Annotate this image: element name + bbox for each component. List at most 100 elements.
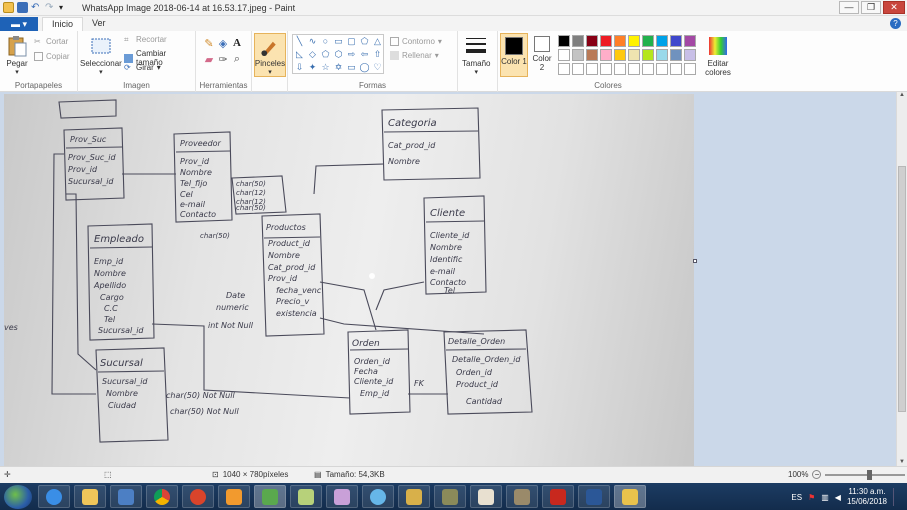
- taskbar-acrobat[interactable]: [542, 485, 574, 508]
- paste-button[interactable]: Pegar ▾: [6, 35, 28, 76]
- pencil-icon[interactable]: ✎: [204, 38, 214, 50]
- color-swatch[interactable]: [572, 63, 584, 75]
- color-swatch[interactable]: [670, 63, 682, 75]
- start-button[interactable]: [4, 484, 32, 509]
- color-swatch[interactable]: [656, 35, 668, 47]
- whiteboard-image[interactable]: Prov_Suc Prov_Suc_id Prov_id Sucursal_id…: [4, 94, 694, 466]
- taskbar-network[interactable]: [110, 485, 142, 508]
- tab-view[interactable]: Ver: [92, 18, 106, 28]
- language-indicator[interactable]: ES: [791, 492, 803, 502]
- rectangle-shape-icon[interactable]: ▭: [334, 36, 343, 46]
- callout-rect-shape-icon[interactable]: ▭: [347, 62, 356, 72]
- color-swatch[interactable]: [558, 63, 570, 75]
- line-shape-icon[interactable]: ╲: [296, 36, 303, 46]
- color-swatch[interactable]: [600, 63, 612, 75]
- network-tray-icon[interactable]: ▥: [821, 492, 829, 502]
- hexagon-shape-icon[interactable]: ⬡: [334, 49, 343, 59]
- color-swatch[interactable]: [558, 35, 570, 47]
- oval-shape-icon[interactable]: ○: [322, 36, 329, 46]
- four-point-star-shape-icon[interactable]: ✦: [308, 62, 317, 72]
- color-swatch[interactable]: [628, 63, 640, 75]
- color-swatch[interactable]: [600, 35, 612, 47]
- taskbar-app-red[interactable]: [182, 485, 214, 508]
- down-arrow-shape-icon[interactable]: ⇩: [295, 62, 304, 72]
- undo-icon[interactable]: ↶: [31, 2, 40, 13]
- fill-button[interactable]: Rellenar▾: [390, 51, 439, 60]
- color-swatch[interactable]: [614, 49, 626, 61]
- right-triangle-shape-icon[interactable]: ◺: [296, 49, 303, 59]
- color-swatch[interactable]: [572, 49, 584, 61]
- vertical-scrollbar[interactable]: ▲ ▼: [896, 92, 907, 466]
- scroll-down-icon[interactable]: ▼: [899, 459, 905, 465]
- color-swatch[interactable]: [642, 35, 654, 47]
- color-swatch[interactable]: [614, 63, 626, 75]
- canvas-resize-handle[interactable]: [693, 259, 697, 263]
- six-point-star-shape-icon[interactable]: ✡: [334, 62, 343, 72]
- clock[interactable]: 11:30 a.m. 15/06/2018: [846, 487, 887, 506]
- scrollbar-thumb[interactable]: [898, 166, 906, 412]
- diamond-shape-icon[interactable]: ◇: [309, 49, 316, 59]
- color-swatch[interactable]: [670, 49, 682, 61]
- callout-oval-shape-icon[interactable]: ◯: [359, 62, 370, 72]
- shapes-gallery[interactable]: ╲∿○▭▢⬠△ ◺◇⬠⬡⇨⇦⇧ ⇩✦☆✡▭◯♡: [292, 34, 384, 74]
- taskbar-app-orange[interactable]: [218, 485, 250, 508]
- crop-button[interactable]: ⌗Recortar: [124, 35, 167, 44]
- size-button[interactable]: Tamaño ▾: [462, 35, 490, 76]
- show-desktop-button[interactable]: [893, 488, 901, 506]
- maximize-button[interactable]: ❐: [861, 1, 881, 14]
- text-icon[interactable]: A: [233, 37, 241, 49]
- select-button[interactable]: Seleccionar ▾: [80, 35, 122, 76]
- color-swatch[interactable]: [586, 63, 598, 75]
- volume-icon[interactable]: ◀: [834, 492, 841, 502]
- customize-qat-icon[interactable]: ▾: [59, 3, 64, 12]
- curve-shape-icon[interactable]: ∿: [308, 36, 317, 46]
- right-arrow-shape-icon[interactable]: ⇨: [347, 49, 356, 59]
- close-button[interactable]: ✕: [883, 1, 905, 14]
- resize-button[interactable]: Cambiar tamaño: [124, 49, 195, 67]
- polygon-shape-icon[interactable]: ⬠: [360, 36, 369, 46]
- pentagon-shape-icon[interactable]: ⬠: [321, 49, 330, 59]
- zoom-slider[interactable]: [825, 469, 906, 480]
- color-swatch[interactable]: [572, 35, 584, 47]
- color-swatch[interactable]: [670, 35, 682, 47]
- color-swatch[interactable]: [586, 35, 598, 47]
- color-swatch[interactable]: [684, 35, 696, 47]
- save-icon[interactable]: [17, 2, 28, 13]
- flag-icon[interactable]: ⚑: [808, 492, 816, 502]
- taskbar-figure-app[interactable]: [434, 485, 466, 508]
- magnifier-icon[interactable]: ⌕: [233, 53, 241, 65]
- brushes-button[interactable]: Pinceles ▾: [254, 33, 286, 77]
- taskbar-internet-explorer[interactable]: [38, 485, 70, 508]
- taskbar-tools-app[interactable]: [326, 485, 358, 508]
- file-menu-button[interactable]: ▬ ▾: [0, 17, 38, 31]
- color-swatch[interactable]: [656, 63, 668, 75]
- color-swatch[interactable]: [656, 49, 668, 61]
- up-arrow-shape-icon[interactable]: ⇧: [373, 49, 382, 59]
- scroll-up-icon[interactable]: ▲: [899, 92, 905, 98]
- canvas-area[interactable]: Prov_Suc Prov_Suc_id Prov_id Sucursal_id…: [0, 92, 896, 466]
- color-swatch[interactable]: [684, 49, 696, 61]
- taskbar-gimp[interactable]: [506, 485, 538, 508]
- color-swatch[interactable]: [684, 63, 696, 75]
- rotate-button[interactable]: ⟳Girar▾: [124, 63, 161, 72]
- taskbar-chart-app[interactable]: [254, 485, 286, 508]
- color-swatch[interactable]: [614, 35, 626, 47]
- paint-app-icon[interactable]: [3, 2, 14, 13]
- taskbar-file-explorer[interactable]: [74, 485, 106, 508]
- triangle-shape-icon[interactable]: △: [374, 36, 381, 46]
- fill-bucket-icon[interactable]: ◈: [218, 38, 228, 50]
- color2-button[interactable]: Color 2: [531, 36, 553, 72]
- help-icon[interactable]: ?: [890, 18, 901, 29]
- taskbar-photo-app[interactable]: [398, 485, 430, 508]
- color-swatch[interactable]: [628, 49, 640, 61]
- cut-button[interactable]: ✂Cortar: [34, 37, 69, 46]
- left-arrow-shape-icon[interactable]: ⇦: [360, 49, 369, 59]
- redo-icon[interactable]: ↷: [45, 2, 54, 13]
- taskbar-paint[interactable]: [614, 485, 646, 508]
- color-swatch[interactable]: [558, 49, 570, 61]
- zoom-slider-thumb[interactable]: [867, 469, 873, 480]
- tab-home[interactable]: Inicio: [42, 17, 84, 31]
- outline-button[interactable]: Contorno▾: [390, 37, 442, 46]
- color-swatch[interactable]: [642, 63, 654, 75]
- minimize-button[interactable]: —: [839, 1, 859, 14]
